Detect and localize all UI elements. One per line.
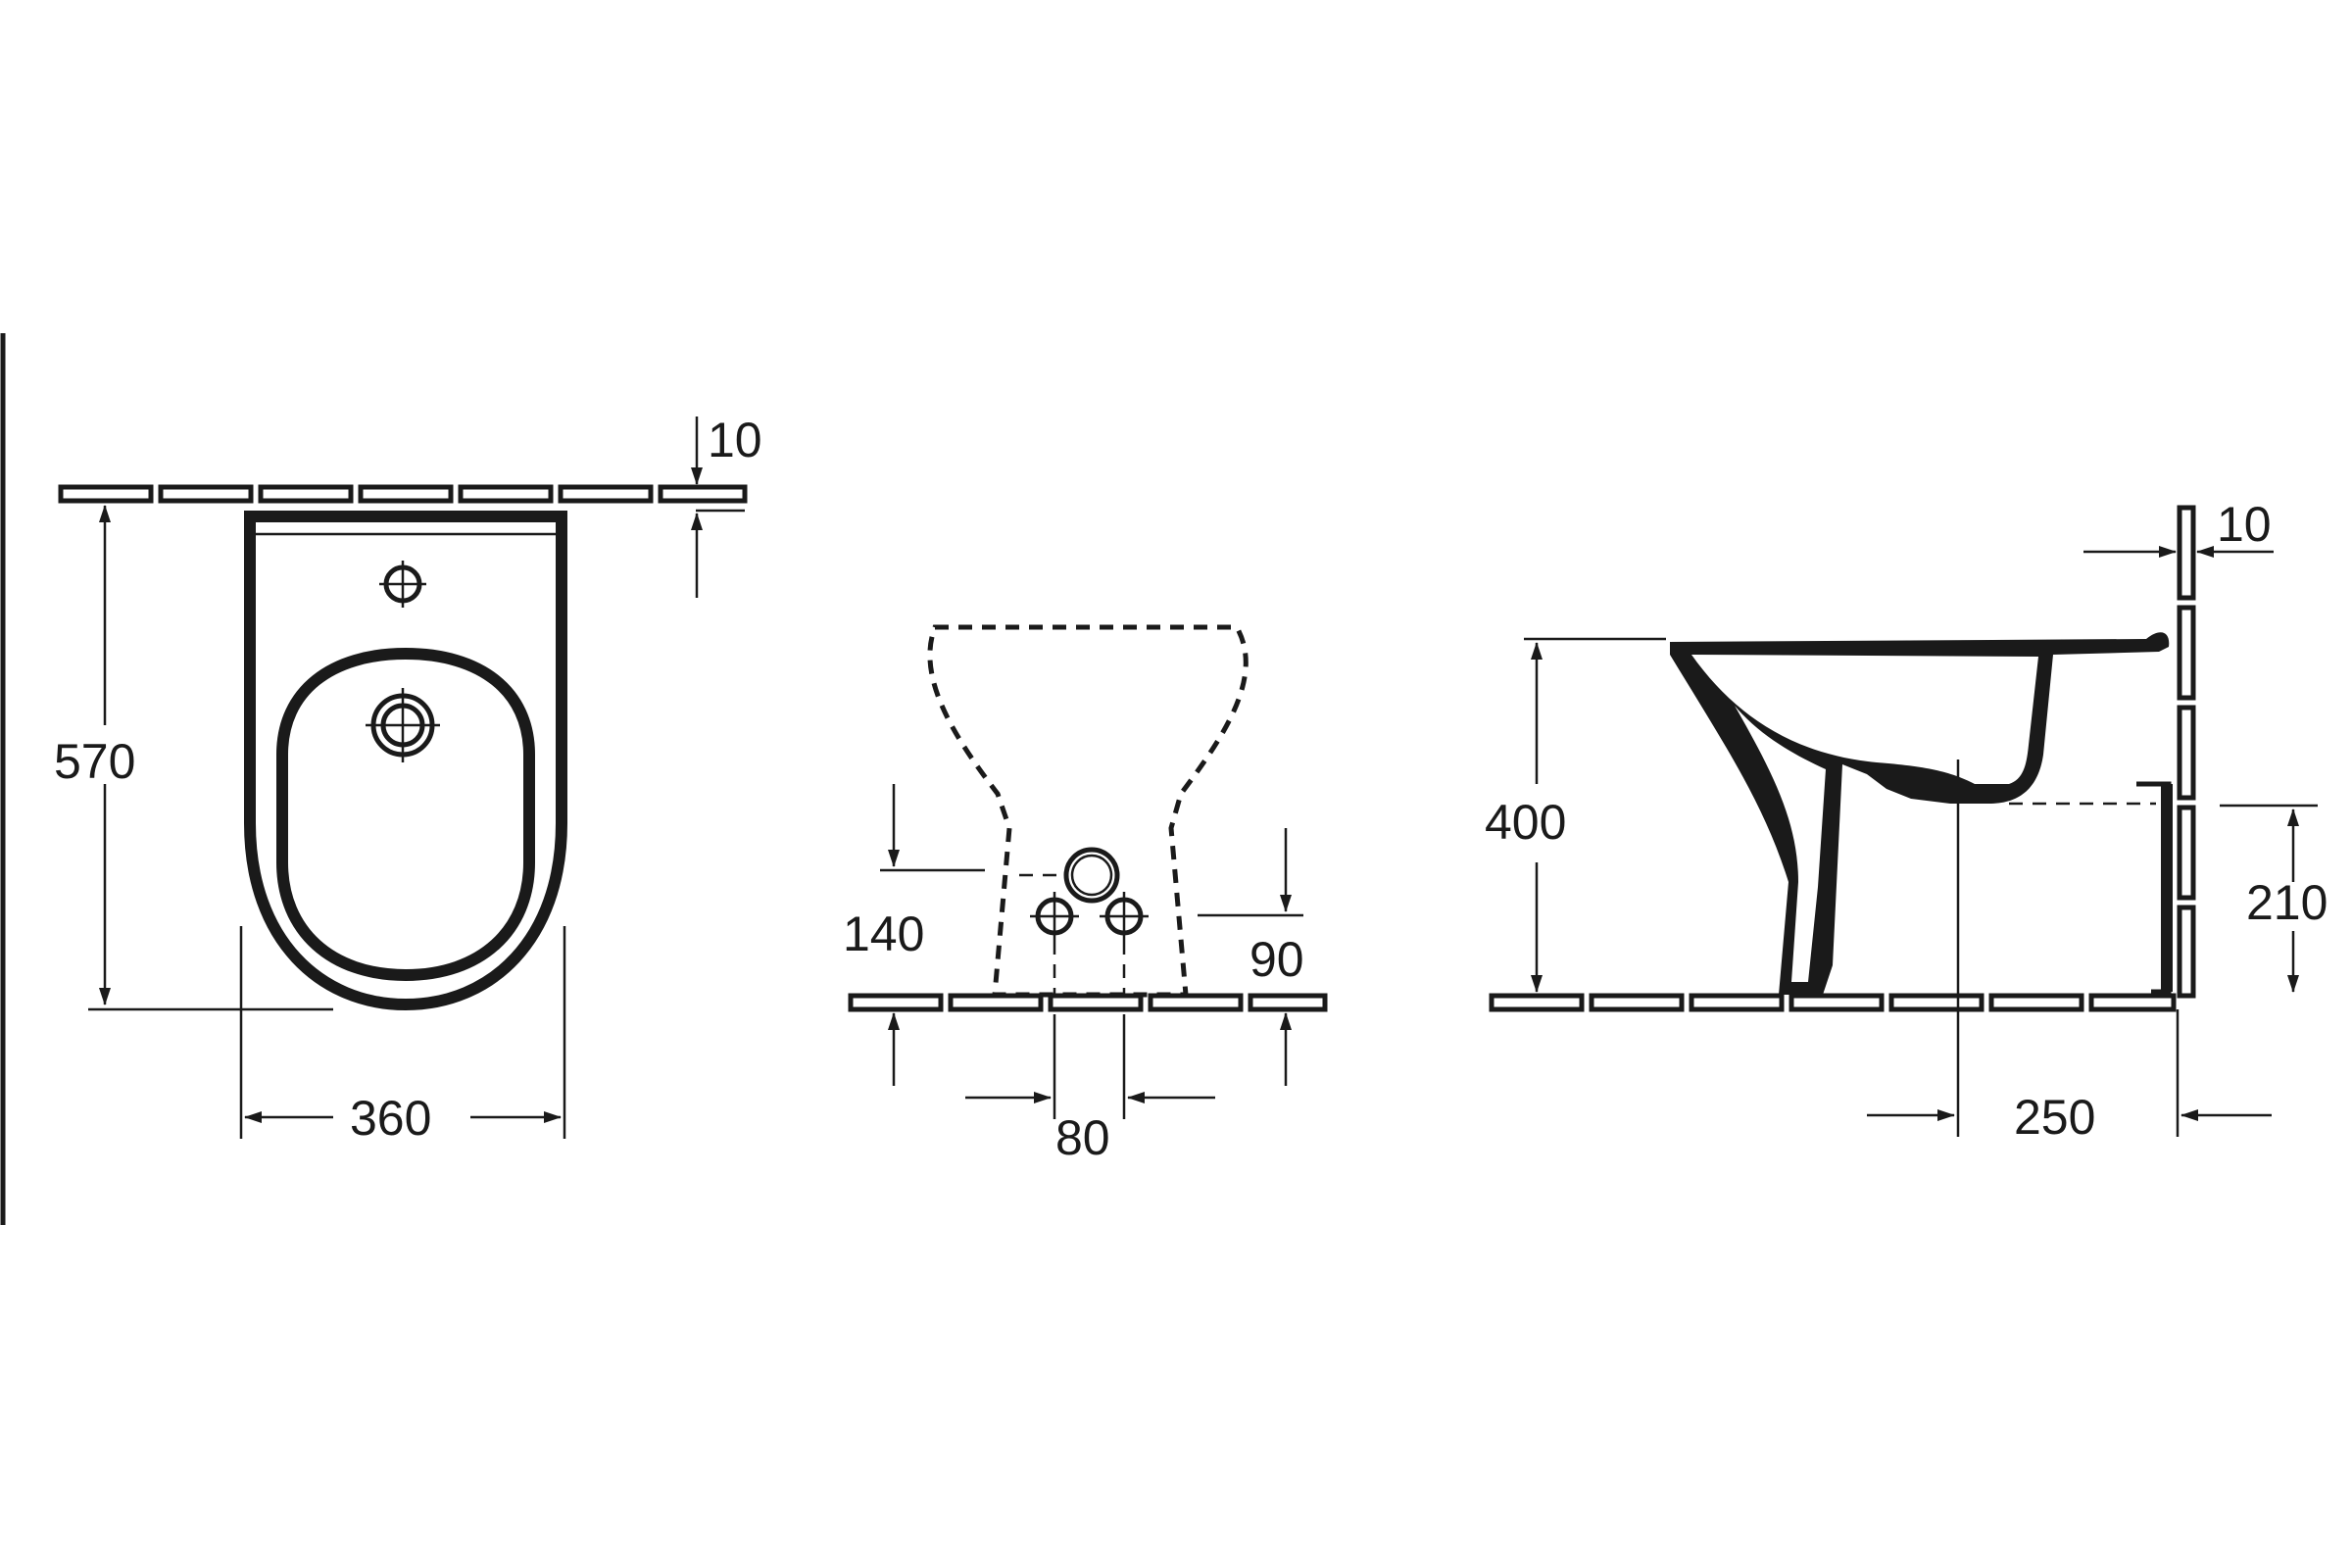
bidet-outer-outline [244, 511, 567, 1011]
dim-outlet-height: 90 [1198, 828, 1304, 1086]
dim-depth: 570 [54, 505, 333, 1011]
dim-side-height-label: 400 [1485, 795, 1566, 850]
bidet-side-pedestal-gap [1735, 706, 1826, 982]
dim-width-label: 360 [350, 1091, 431, 1146]
water-inlet-icon [1019, 847, 1120, 904]
outlet-left-icon [1030, 892, 1079, 995]
dim-side-outlet-height: 210 [2220, 804, 2328, 993]
side-view-wall [2177, 505, 2196, 999]
dim-width: 360 [239, 926, 566, 1146]
tap-hole-icon [379, 561, 426, 608]
top-view: 10 570 360 [54, 413, 762, 1146]
dim-side-height: 400 [1485, 637, 1666, 993]
dim-side-outlet-offset-label: 250 [2014, 1090, 2095, 1145]
dim-inlet-height-label: 140 [843, 906, 924, 961]
front-view: 140 90 80 [843, 624, 1328, 1165]
dim-side-wall-gap-label: 10 [2217, 497, 2272, 552]
dim-side-wall-gap: 10 [2083, 497, 2274, 558]
dim-outlet-height-label: 90 [1250, 932, 1304, 987]
drain-hole-icon [366, 688, 440, 762]
front-view-floor [848, 993, 1328, 1012]
dim-side-outlet-height-label: 210 [2246, 875, 2328, 930]
dim-outlet-spacing: 80 [965, 1014, 1215, 1165]
dim-depth-label: 570 [54, 734, 135, 789]
dim-wall-gap: 10 [691, 413, 762, 598]
bidet-front-silhouette [927, 624, 1249, 998]
bidet-bowl-outline [276, 647, 535, 982]
outlet-right-icon [1100, 892, 1149, 995]
dim-outlet-spacing-label: 80 [1055, 1110, 1110, 1165]
side-view: 10 400 210 250 [1485, 497, 2328, 1145]
dim-side-outlet-offset: 250 [1867, 1090, 2272, 1145]
bidet-side-bowl [1691, 655, 2038, 784]
dim-inlet-height: 140 [843, 784, 985, 1086]
waste-outlet-pipe [2009, 781, 2173, 995]
side-view-floor [1489, 993, 2177, 1012]
dim-wall-gap-label: 10 [708, 413, 762, 467]
top-view-wall [58, 484, 748, 504]
